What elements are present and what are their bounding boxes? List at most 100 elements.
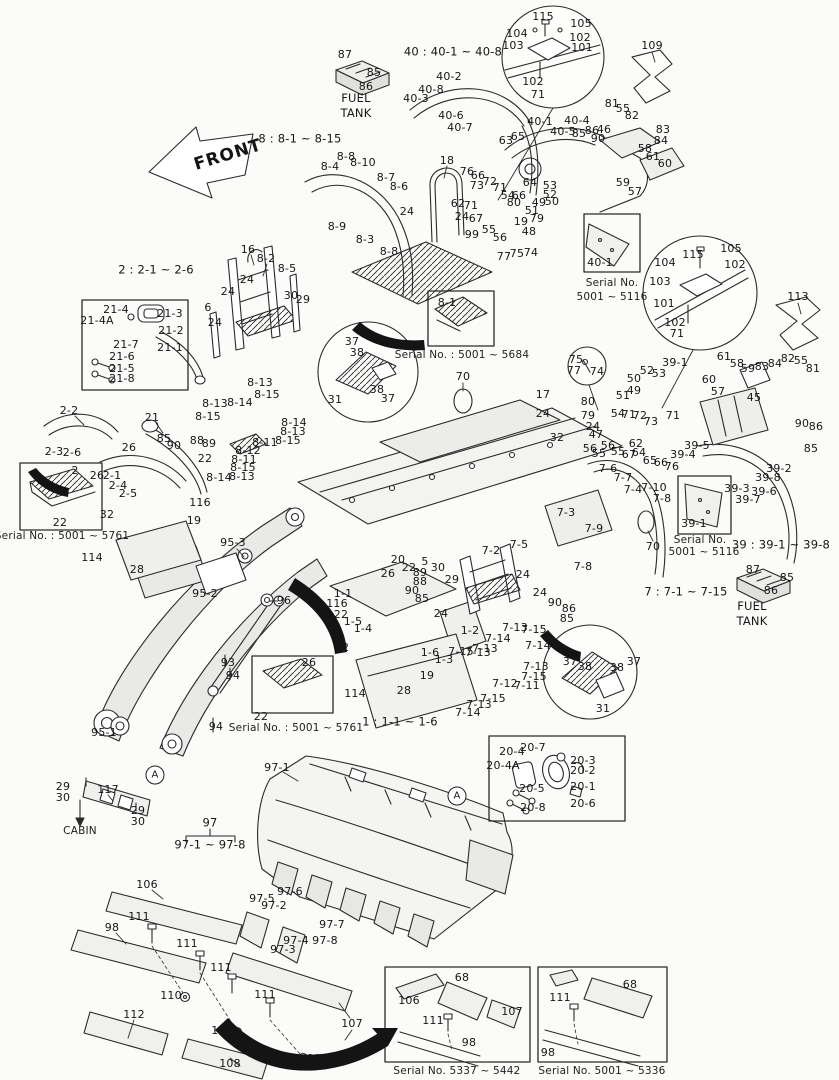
part-number-label: 20-8: [520, 800, 546, 814]
part-number-label: 7-15: [521, 669, 547, 683]
part-number-label: 55: [793, 353, 809, 367]
part-number-label: 71: [492, 180, 508, 194]
part-number-label: 22: [197, 451, 213, 465]
part-number-label: 96: [276, 593, 292, 607]
part-number-label: 8-13: [202, 396, 228, 410]
part-number-label: 90: [166, 438, 182, 452]
part-number-label: 53: [542, 178, 558, 192]
part-number-label: 7-2: [481, 543, 501, 557]
group-header-label: 2 : 2-1 ~ 2-6: [118, 262, 194, 277]
part-number-label: 24: [515, 567, 531, 581]
part-number-label: 117: [97, 782, 119, 796]
inset-boxes: [20, 214, 731, 1062]
part-number-label: 85: [559, 611, 575, 625]
part-number-label: 19: [419, 668, 435, 682]
part-number-label: 24: [207, 315, 223, 329]
part-number-label: 7-8: [573, 559, 593, 573]
part-number-label: 20-2: [570, 763, 596, 777]
fuel-tank-icon: [737, 569, 790, 603]
part-number-label: 49: [626, 383, 642, 397]
caption-label: Serial No. 5337 ~ 5442: [393, 1065, 521, 1078]
part-number-label: 94: [208, 719, 224, 733]
part-number-label: 81: [805, 361, 821, 375]
part-number-label: 70: [645, 539, 661, 553]
inset-box-40-1: [584, 214, 640, 272]
part-number-label: 60: [701, 372, 717, 386]
part-number-label: 39-3: [724, 481, 750, 495]
part-number-label: 7-12: [492, 676, 518, 690]
part-number-label: 39-4: [670, 447, 696, 461]
part-number-label: 7-14: [525, 638, 551, 652]
part-number-label: 7-5: [509, 537, 529, 551]
part-number-label: 7-11: [514, 678, 540, 692]
caption-label: Serial No.: [585, 277, 639, 290]
part-number-label: 67: [468, 211, 484, 225]
part-number-label: 20-5: [519, 781, 545, 795]
part-number-label: 93: [220, 655, 236, 669]
part-number-label: 114: [344, 686, 366, 700]
part-number-label: 81: [604, 96, 620, 110]
part-number-label: 76: [459, 164, 475, 178]
part-number-label: 6: [204, 300, 212, 314]
part-number-label: 104: [506, 26, 528, 40]
part-number-label: 8-14: [206, 470, 232, 484]
part-number-label: 54: [610, 406, 626, 420]
inset-contents: [30, 224, 722, 1066]
part-number-label: 20: [390, 552, 406, 566]
part-number-label: 90: [794, 416, 810, 430]
part-number-label: 7-10: [641, 480, 667, 494]
part-number-label: 84: [653, 133, 669, 147]
part-number-label: 111: [210, 960, 232, 974]
part-number-label: 86: [584, 123, 600, 137]
group-97-bracket: [186, 829, 235, 842]
part-number-label: 57: [627, 184, 643, 198]
part-number-label: 50: [544, 194, 560, 208]
part-number-label: 24: [399, 204, 415, 218]
front-arrow: FRONT: [149, 127, 264, 198]
part-number-label: 30: [283, 288, 299, 302]
part-number-label: 95-1: [91, 725, 117, 739]
part-number-label: 50: [626, 371, 642, 385]
part-number-label: 110: [211, 1023, 233, 1037]
part-number-label: 40-1: [587, 255, 613, 269]
part-number-label: 80: [506, 195, 522, 209]
boom-arms-art: [94, 508, 327, 756]
chassis-frame-art: [298, 400, 622, 524]
part-number-label: 37: [380, 391, 396, 405]
part-number-label: 22: [253, 709, 269, 723]
part-number-label: 8-6: [389, 179, 409, 193]
part-number-label: 8-15: [275, 433, 301, 447]
part-number-label: 71: [463, 198, 479, 212]
part-number-label: 20-3: [570, 753, 596, 767]
part-number-label: 8-12: [235, 443, 261, 457]
part-number-label: 37: [626, 654, 642, 668]
part-number-label: 107: [501, 1004, 523, 1018]
part-number-label: 8-13: [229, 469, 255, 483]
part-number-label: 65: [510, 129, 526, 143]
part-number-label: 30: [430, 560, 446, 574]
inset-box-26: [252, 656, 333, 713]
group-header-label: 1 : 1-1 ~ 1-6: [362, 714, 438, 729]
text-label: FUEL TANK: [736, 599, 768, 628]
part-number-label: 46: [596, 122, 612, 136]
part-number-label: 8-7: [376, 170, 396, 184]
part-number-label: 7-8: [652, 491, 672, 505]
part-number-label: 79: [529, 211, 545, 225]
part-number-label: 21-8: [109, 371, 135, 385]
part-number-label: 8-5: [277, 261, 297, 275]
part-number-label: 95-3: [220, 535, 246, 549]
part-number-label: 1-4: [353, 621, 373, 635]
part-number-label: 104: [654, 255, 676, 269]
part-number-label: 7-15: [448, 644, 474, 658]
part-number-label: 87: [337, 47, 353, 61]
part-number-label: 48: [521, 224, 537, 238]
part-number-label: 7-15: [480, 691, 506, 705]
part-number-label: 102: [569, 30, 591, 44]
part-number-label: 1-3: [434, 652, 454, 666]
part-number-label: 97-8: [312, 933, 338, 947]
caption-label: Serial No.: [673, 534, 727, 547]
group-header-label: 97-1 ~ 97-8: [174, 837, 246, 852]
part-number-label: 49: [531, 195, 547, 209]
part-number-label: 7-13: [466, 697, 492, 711]
